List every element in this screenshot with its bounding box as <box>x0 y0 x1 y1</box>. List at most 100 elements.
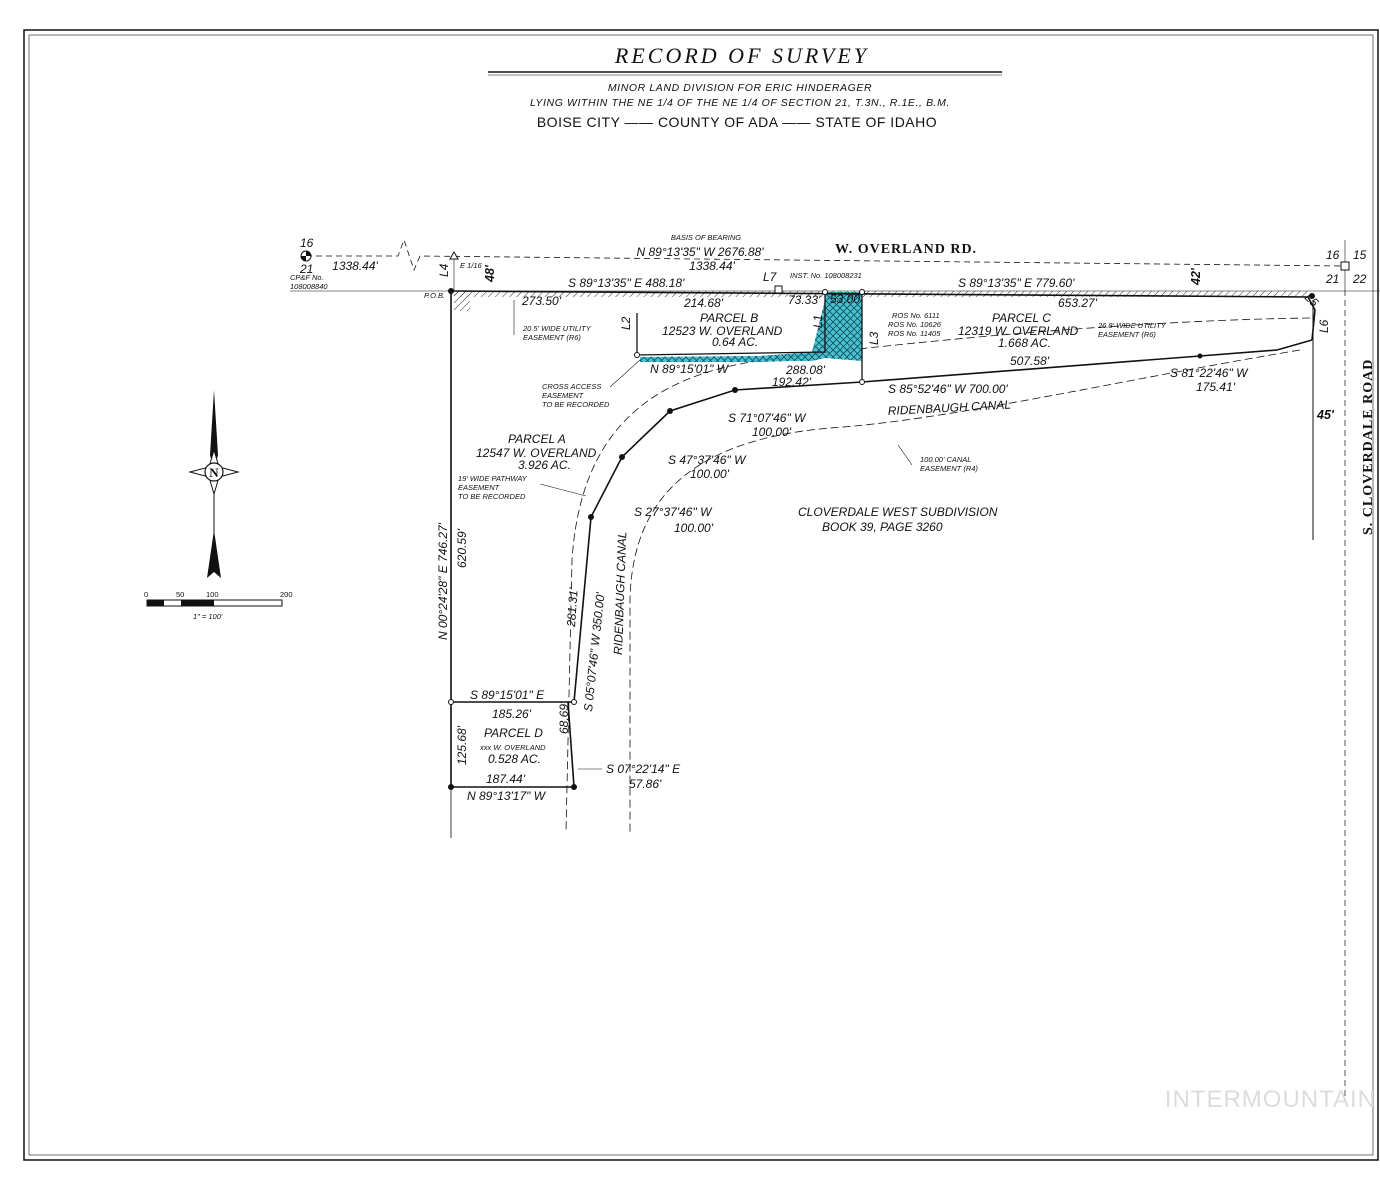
distance-100a: 100.00' <box>752 425 792 439</box>
distance-507: 507.58' <box>1010 354 1050 368</box>
canal-easement-2: EASEMENT (R4) <box>920 464 978 473</box>
utility-east-2: EASEMENT (R6) <box>1098 330 1156 339</box>
scale-bar-seg <box>147 600 164 606</box>
pathway-2: EASEMENT <box>458 483 501 492</box>
half-distance-center: 1338.44' <box>689 259 735 273</box>
line-l2-label: L2 <box>619 316 633 330</box>
cross-access-leader <box>609 359 641 388</box>
parcel-d-south-bearing: N 89°13'17" W <box>467 789 547 803</box>
survey-point <box>859 379 865 385</box>
parcel-b-name: PARCEL B <box>700 311 758 325</box>
cross-access-1: CROSS ACCESS <box>542 382 601 391</box>
subdivision-book: BOOK 39, PAGE 3260 <box>822 520 943 534</box>
scale-bar-seg <box>181 600 214 606</box>
pathway-leader <box>539 483 587 497</box>
inst-number: INST. No. 108008231 <box>790 271 862 280</box>
parcel-d-name: PARCEL D <box>484 726 543 740</box>
cloverdale-road-label: S. CLOVERDALE ROAD <box>1361 359 1376 535</box>
canal-easement-leader <box>897 444 913 466</box>
bearing-71: S 71°07'46" W <box>728 411 807 425</box>
line-l7-label: L7 <box>763 270 778 284</box>
ridenbaugh-canal-west: RIDENBAUGH CANAL <box>611 531 629 655</box>
north-arrow: N <box>188 390 240 578</box>
quarter-corner-label: E 1/16 <box>460 261 483 270</box>
cross-access-3: TO BE RECORDED <box>542 400 610 409</box>
pob-hatch <box>454 291 470 311</box>
overland-road-label: W. OVERLAND RD. <box>835 242 977 257</box>
parcel-c-address: 12319 W. OVERLAND <box>958 324 1079 338</box>
basis-of-bearing-label: BASIS OF BEARING <box>671 233 741 242</box>
ros-3: ROS No. 11405 <box>888 329 941 338</box>
west-boundary-bearing: N 00°24'28" E 746.27' <box>436 522 450 640</box>
canal-easement-outer <box>565 317 1311 833</box>
distance-187: 187.44' <box>486 772 526 786</box>
line-l1-label: L1 <box>811 315 825 328</box>
scale-bar-frame <box>146 599 283 607</box>
parcel-c-east-bearing: S 81°22'46" W <box>1170 366 1249 380</box>
survey-point <box>448 288 454 294</box>
canal-bearing: S 05°07'46" W 350.00' <box>581 591 608 712</box>
section-corner-ne-icon <box>1340 261 1350 271</box>
watermark: INTERMOUNTAIN <box>1165 1086 1376 1113</box>
distance-175: 175.41' <box>1196 380 1236 394</box>
scale-bar: 0 50 100 200 1" = 100' <box>144 590 293 621</box>
survey-point <box>619 454 625 460</box>
overland-centerline <box>306 238 1346 272</box>
parcel-c-area: 1.668 AC. <box>998 336 1051 350</box>
parcel-a-address: 12547 W. OVERLAND <box>476 446 597 460</box>
survey-point <box>448 784 454 790</box>
survey-point <box>571 784 577 790</box>
corner-ne-br: 22 <box>1352 272 1367 286</box>
bearing-47: S 47°37'46" W <box>668 453 747 467</box>
sheet-border-outer <box>23 29 1379 1161</box>
distance-192: 192.42' <box>772 375 812 389</box>
survey-point <box>448 699 454 705</box>
distance-273: 273.50' <box>521 294 562 308</box>
survey-point <box>732 387 738 393</box>
basis-of-bearing-value: N 89°13'35" W 2676.88' <box>636 245 764 259</box>
bearing-27: S 27°37'46" W <box>634 505 713 519</box>
survey-point <box>1309 293 1315 299</box>
cpf-number: 108008840 <box>290 282 328 291</box>
distance-7333: 73.33' <box>788 293 821 307</box>
parcel-a-area: 3.926 AC. <box>518 458 571 472</box>
line-l3-label: L3 <box>867 331 881 345</box>
canal-easement-1: 100.00' CANAL <box>920 455 971 464</box>
main-boundary-north <box>450 290 1316 341</box>
survey-point <box>1197 353 1203 359</box>
scale-ratio: 1" = 100' <box>193 612 223 621</box>
north-arrow-needle-icon <box>210 390 218 470</box>
distance-214: 214.68' <box>683 296 724 310</box>
scale-tick-0: 0 <box>144 590 148 599</box>
ros-1: ROS No. 6111 <box>892 311 940 320</box>
survey-point <box>667 408 673 414</box>
survey-point <box>634 352 640 358</box>
subdivision-name: CLOVERDALE WEST SUBDIVISION <box>798 505 998 519</box>
line-l6-label: L6 <box>1317 319 1331 333</box>
sheet-border-inner <box>28 34 1374 1156</box>
scale-tick-100: 100 <box>206 590 219 599</box>
bearing-north-east: S 89°13'35" E 779.60' <box>958 276 1075 290</box>
survey-point <box>588 514 594 520</box>
parcel-d-address: xxx W. OVERLAND <box>479 743 546 752</box>
scale-tick-50: 50 <box>176 590 184 599</box>
compass-n-label: N <box>209 465 219 480</box>
survey-point <box>822 289 828 295</box>
parcel-d-area: 0.528 AC. <box>488 752 541 766</box>
section-corner-nw-fill <box>301 251 311 261</box>
bearing-north-west: S 89°13'35" E 488.18' <box>568 276 685 290</box>
l7-monument-icon <box>774 285 783 294</box>
canal-easement-inner <box>629 349 1301 832</box>
distance-100c: 100.00' <box>674 521 714 535</box>
corner-ne-tr: 15 <box>1353 248 1367 262</box>
corner-ne-tl: 16 <box>1326 248 1340 262</box>
utility-west-1: 20.5' WIDE UTILITY <box>522 324 592 333</box>
distance-68: 68.69' <box>557 701 571 734</box>
ros-2: ROS No. 10626 <box>888 320 942 329</box>
corner-nw-top: 16 <box>300 236 314 250</box>
survey-point <box>571 699 577 705</box>
subtitle-division: MINOR LAND DIVISION FOR ERIC HINDERAGER <box>608 82 872 94</box>
parcel-b-area: 0.64 AC. <box>712 335 758 349</box>
distance-100b: 100.00' <box>690 467 730 481</box>
distance-653: 653.27' <box>1058 296 1098 310</box>
